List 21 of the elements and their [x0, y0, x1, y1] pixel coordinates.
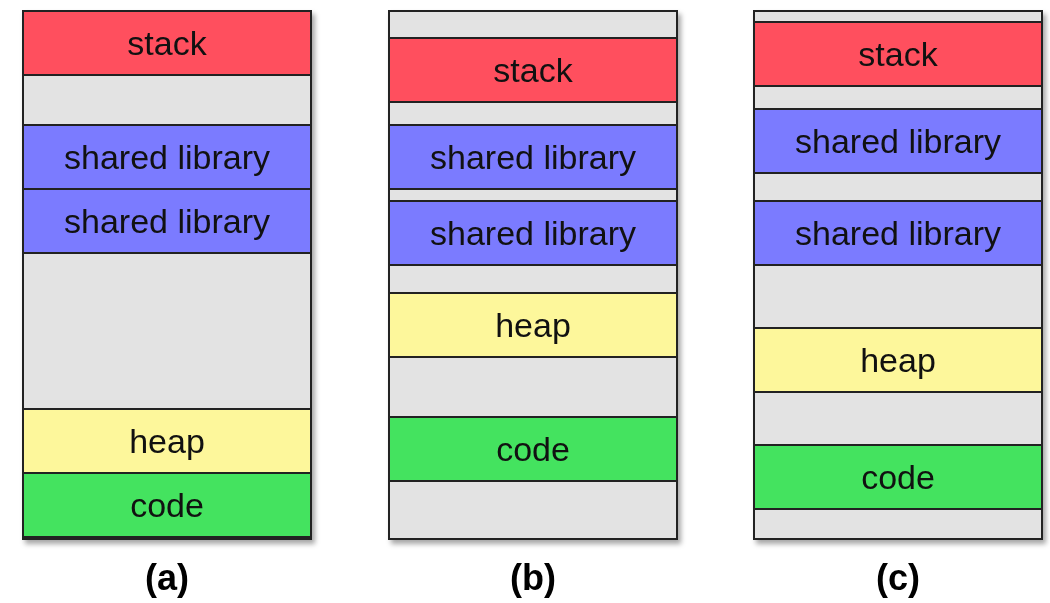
panel-label: (a)	[144, 557, 190, 599]
code-segment: code	[22, 472, 312, 538]
shared-library-segment: shared library	[388, 124, 678, 190]
code-segment: code	[388, 416, 678, 482]
panel-label: (b)	[509, 557, 557, 599]
shared-library-segment: shared library	[388, 200, 678, 266]
code-segment: code	[753, 444, 1043, 510]
heap-segment: heap	[388, 292, 678, 358]
stack-segment: stack	[22, 10, 312, 76]
shared-library-segment: shared library	[753, 108, 1043, 174]
heap-segment: heap	[22, 408, 312, 474]
memory-column	[22, 10, 312, 540]
panel-label: (c)	[875, 557, 921, 599]
memory-column	[753, 10, 1043, 540]
shared-library-segment: shared library	[22, 188, 312, 254]
stack-segment: stack	[753, 21, 1043, 87]
memory-column	[388, 10, 678, 540]
heap-segment: heap	[753, 327, 1043, 393]
shared-library-segment: shared library	[22, 124, 312, 190]
stack-segment: stack	[388, 37, 678, 103]
shared-library-segment: shared library	[753, 200, 1043, 266]
